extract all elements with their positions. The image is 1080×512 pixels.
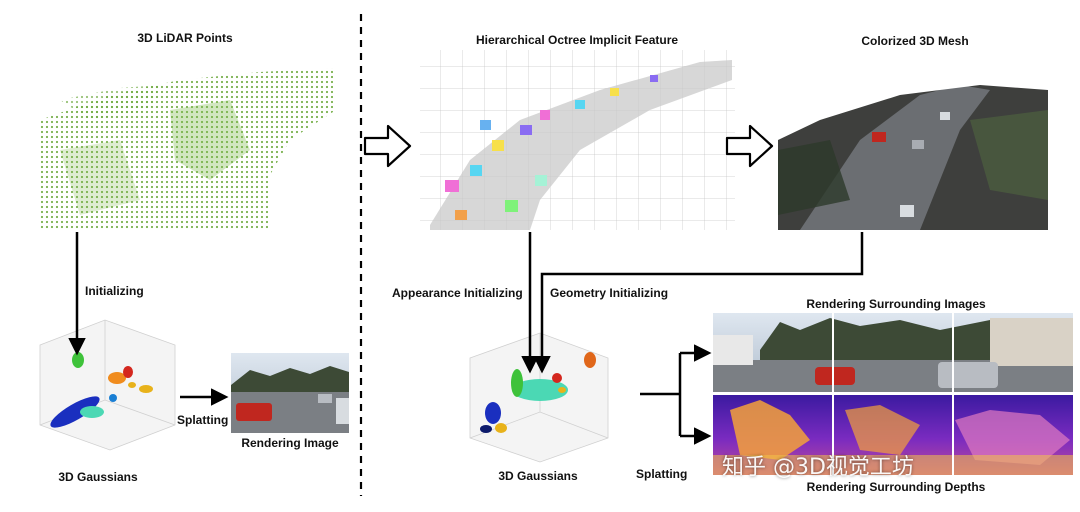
- lidar-title: 3D LiDAR Points: [137, 31, 233, 45]
- gaussians-right-label: 3D Gaussians: [498, 469, 578, 483]
- gaussians-plot-right: [469, 332, 609, 463]
- octree-visual: [420, 50, 735, 230]
- rendering-image: [231, 353, 349, 433]
- octree-title: Hierarchical Octree Implicit Feature: [475, 33, 679, 47]
- hollow-arrow-to-octree: [363, 124, 412, 168]
- initializing-label: Initializing: [85, 284, 144, 298]
- geometry-initializing-label: Geometry Initializing: [550, 286, 669, 300]
- mesh-title: Colorized 3D Mesh: [861, 34, 969, 48]
- hollow-arrow-to-mesh: [725, 124, 774, 168]
- appearance-initializing-label: Appearance Initializing: [392, 286, 523, 300]
- surrounding-depths-label: Rendering Surrounding Depths: [806, 480, 986, 494]
- surrounding-depths: [713, 395, 1073, 475]
- gaussians-plot-left: [39, 319, 176, 451]
- splatting-right-label: Splatting: [636, 467, 688, 481]
- watermark: 知乎 @3D视觉工坊: [722, 455, 914, 480]
- splatting-left-label: Splatting: [177, 413, 229, 427]
- arrow-geometry-initializing: [533, 232, 864, 374]
- lidar-point-cloud: [40, 68, 333, 230]
- colorized-mesh: [778, 68, 1048, 230]
- gaussians-left-label: 3D Gaussians: [58, 470, 138, 484]
- rendering-image-label: Rendering Image: [241, 436, 339, 450]
- surrounding-images: [713, 313, 1073, 392]
- surrounding-images-label: Rendering Surrounding Images: [806, 297, 986, 311]
